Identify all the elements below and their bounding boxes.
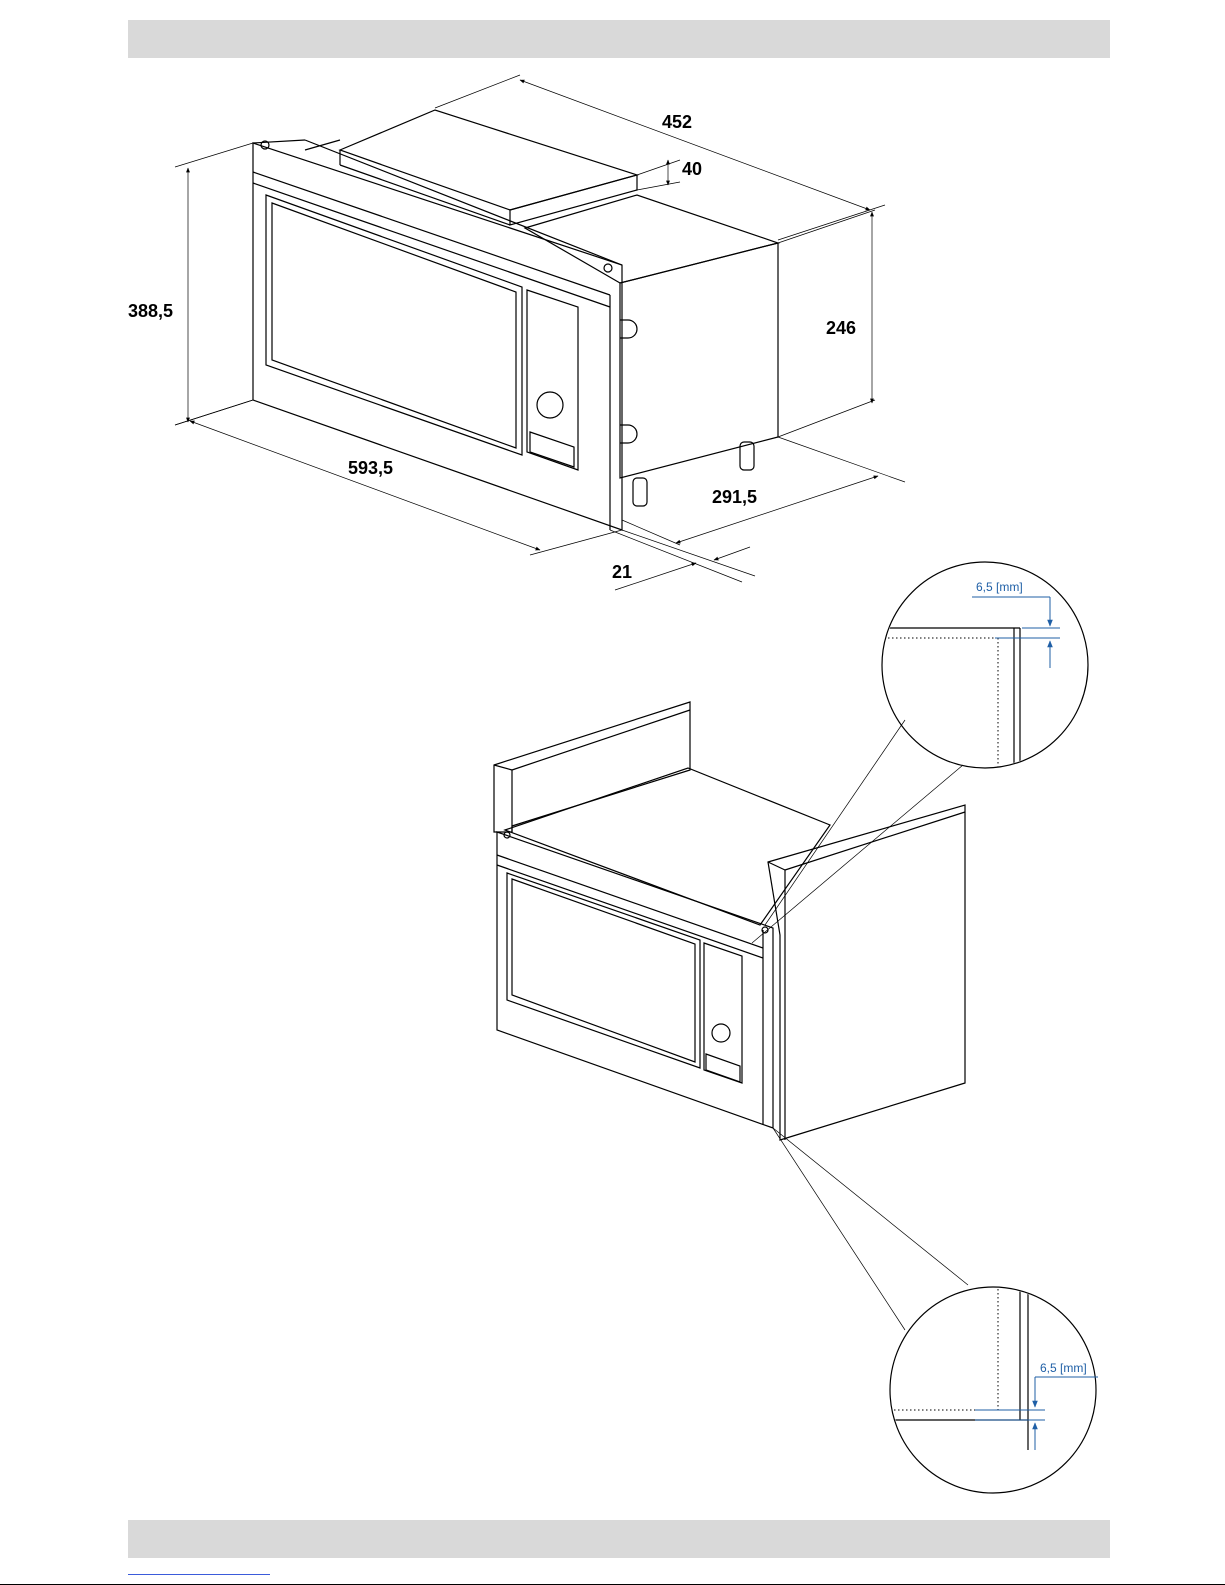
- dim-291-5: 291,5: [622, 437, 905, 545]
- dim-388-5: 388,5: [128, 143, 253, 425]
- dim-246: 246: [778, 210, 875, 437]
- detail-label-top: 6,5 [mm]: [976, 580, 1023, 594]
- front-frame: [253, 140, 622, 530]
- dim-label-40: 40: [682, 159, 702, 179]
- dim-label-246: 246: [826, 318, 856, 338]
- control-knob-icon: [712, 1024, 730, 1042]
- dim-452: 452: [435, 75, 885, 240]
- dim-label-593-5: 593,5: [348, 458, 393, 478]
- oven-dimension-drawing: 452 40 388,5 246 593,5: [128, 75, 905, 590]
- dim-label-388-5: 388,5: [128, 301, 173, 321]
- detail-label-bottom: 6,5 [mm]: [1040, 1361, 1087, 1375]
- detail-callout-top: 6,5 [mm]: [880, 562, 1088, 770]
- dim-label-21: 21: [612, 562, 632, 582]
- dim-label-452: 452: [662, 112, 692, 132]
- dim-label-291-5: 291,5: [712, 487, 757, 507]
- control-knob-icon: [537, 392, 563, 418]
- dim-40: 40: [637, 159, 702, 190]
- dim-593-5: 593,5: [175, 400, 622, 555]
- dim-21: 21: [610, 530, 755, 590]
- top-rail: [305, 110, 637, 225]
- detail-callout-bottom: 6,5 [mm]: [890, 1285, 1098, 1493]
- cabinet-installation-drawing: [494, 702, 968, 1330]
